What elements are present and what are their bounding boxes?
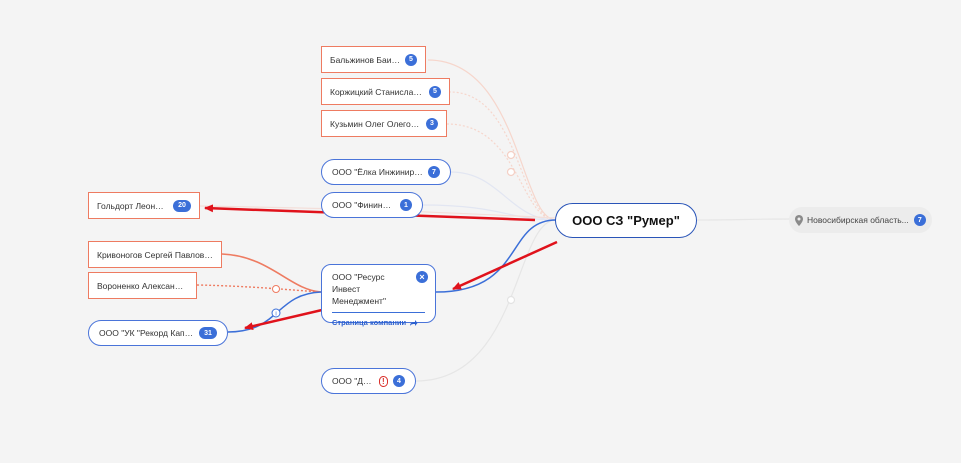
person-name: Кривоногов Сергей Павлович: [97, 249, 213, 260]
main-company-name: ООО СЗ "Румер": [572, 213, 680, 228]
count-badge: 7: [428, 166, 440, 178]
count-badge: 1: [400, 199, 412, 211]
company-name: ООО "Фининвест": [332, 200, 395, 210]
count-badge: 3: [426, 117, 438, 130]
node-person[interactable]: Кривоногов Сергей Павлович: [88, 241, 222, 268]
divider: [332, 312, 425, 313]
edge-main-expanded: [435, 219, 557, 293]
region-label: Новосибирская область...: [807, 215, 909, 225]
company-page-link-label: Страница компании: [332, 318, 407, 327]
count-badge: 31: [199, 327, 217, 339]
company-name: ООО "Ресурс Инвест Менеджмент": [332, 272, 386, 306]
company-name: ООО "Ёлка Инжиниринг": [332, 167, 423, 177]
node-person-goldort[interactable]: Гольдорт Леонид... 20: [88, 192, 200, 219]
node-company-parent[interactable]: ООО "УК "Рекорд Капитал" 31: [88, 320, 228, 346]
node-company[interactable]: ООО "Фининвест" 1: [321, 192, 423, 218]
node-company[interactable]: ООО "Ёлка Инжиниринг" 7: [321, 159, 451, 185]
count-badge: 20: [173, 199, 191, 212]
main-company-node[interactable]: ООО СЗ "Румер": [555, 203, 697, 238]
region-node[interactable]: Новосибирская область... 7: [789, 207, 932, 233]
close-icon[interactable]: ×: [416, 271, 428, 283]
faint-edges: [199, 59, 791, 382]
count-badge: 4: [393, 375, 405, 387]
warning-icon: !: [378, 375, 388, 387]
node-person[interactable]: Коржицкий Станислав... 5: [321, 78, 450, 105]
company-name: ООО "УК "Рекорд Капитал": [99, 328, 194, 338]
company-name: ООО "ДНИ...: [332, 376, 373, 386]
node-person[interactable]: Кузьмин Олег Олегович 3: [321, 110, 447, 137]
person-name: Гольдорт Леонид...: [97, 200, 168, 211]
count-badge: 5: [405, 53, 417, 66]
share-arrow-icon: [410, 319, 418, 326]
node-company[interactable]: ООО "ДНИ... ! 4: [321, 368, 416, 394]
person-name: Бальжинов Баир...: [330, 54, 400, 65]
person-name: Коржицкий Станислав...: [330, 86, 424, 97]
person-name: Кузьмин Олег Олегович: [330, 118, 421, 129]
count-badge: 7: [913, 214, 926, 226]
person-name: Вороненко Александр...: [97, 280, 188, 291]
company-page-link[interactable]: Страница компании: [332, 318, 425, 327]
node-person[interactable]: Бальжинов Баир... 5: [321, 46, 426, 73]
node-person[interactable]: Вороненко Александр...: [88, 272, 197, 299]
location-pin-icon: [795, 214, 803, 226]
expanded-edges: i: [196, 253, 322, 333]
count-badge: 5: [429, 85, 441, 98]
expanded-company-card[interactable]: ООО "Ресурс Инвест Менеджмент" × Страниц…: [321, 264, 436, 327]
svg-text:i: i: [275, 312, 276, 318]
